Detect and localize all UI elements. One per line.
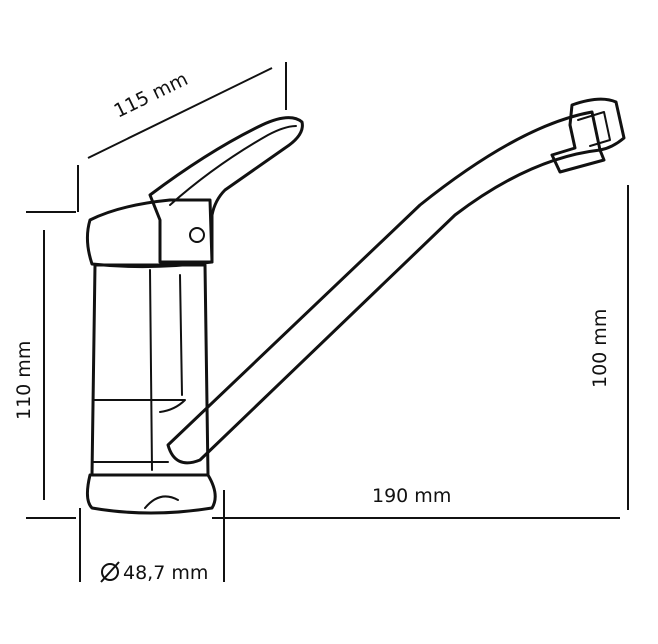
faucet-lever-inner [169,125,297,206]
dimension-labels: 115 mm 110 mm 100 mm 190 mm 48,7 mm [13,68,611,584]
faucet-base [85,473,217,515]
dimension-lines [26,62,629,582]
faucet-spout [166,110,602,465]
dim-spout-height-label: 100 mm [589,309,611,388]
dim-reach-label: 190 mm [372,485,451,507]
dim-diameter-label: 48,7 mm [123,562,208,584]
faucet-aerator [550,97,626,174]
faucet-body-highlight-2 [179,274,183,396]
dim-body-label: 110 mm [13,341,35,420]
faucet-aerator-detail [577,111,611,147]
faucet-body-band-top [92,399,186,413]
faucet-base-detail [144,495,179,509]
dim-handle-line [87,67,273,159]
faucet-lever [148,116,304,264]
faucet-drawing [85,97,626,515]
faucet-body-highlight [149,269,153,471]
faucet-lever-screw [189,227,205,243]
faucet-cap [85,198,214,269]
diameter-symbol-icon [100,561,120,583]
